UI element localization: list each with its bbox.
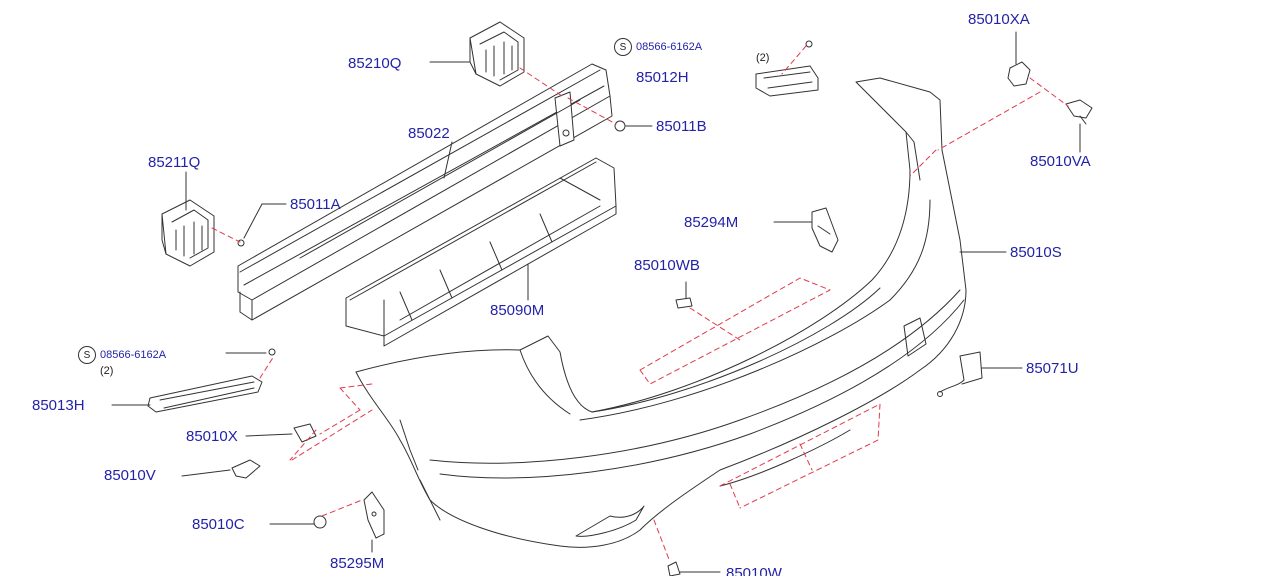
leader-lines <box>111 31 1081 573</box>
standard-part-left[interactable]: S 08566-6162A <box>78 346 166 364</box>
part-label-85013H[interactable]: 85013H <box>32 397 85 414</box>
part-label-85010C[interactable]: 85010C <box>192 516 245 533</box>
standard-part-top[interactable]: S 08566-6162A <box>614 38 702 56</box>
part-label-85010V[interactable]: 85010V <box>104 467 156 484</box>
energy-absorber-85090M <box>345 157 617 347</box>
standard-part-code: 08566-6162A <box>100 349 167 361</box>
part-label-85210Q[interactable]: 85210Q <box>348 55 402 72</box>
bracket-85294M <box>811 207 839 253</box>
standard-part-badge: S <box>78 346 96 364</box>
part-label-85011A[interactable]: 85011A <box>290 196 341 213</box>
standard-part-badge: S <box>614 38 632 56</box>
part-label-85010VA[interactable]: 85010VA <box>1030 153 1091 170</box>
part-label-85010X[interactable]: 85010X <box>186 428 238 445</box>
part-label-85010XA[interactable]: 85010XA <box>968 11 1030 28</box>
bumper-fascia-85010S <box>355 77 967 548</box>
part-label-85211Q[interactable]: 85211Q <box>148 154 201 171</box>
part-label-85071U[interactable]: 85071U <box>1026 360 1079 377</box>
part-label-85022[interactable]: 85022 <box>408 125 450 142</box>
part-label-85090M[interactable]: 85090M <box>490 302 545 319</box>
part-label-85011B[interactable]: 85011B <box>656 118 707 135</box>
bracket-85295M <box>363 491 385 539</box>
reflector-85013H <box>147 375 263 413</box>
bracket-85210Q <box>469 21 525 87</box>
part-label-85295M[interactable]: 85295M <box>330 555 385 572</box>
dashed-connectors <box>211 45 1069 563</box>
part-label-85010WB[interactable]: 85010WB <box>634 257 700 274</box>
quantity-left: (2) <box>100 365 114 377</box>
fasteners <box>231 40 1093 576</box>
reflector-85012H <box>755 65 819 97</box>
part-label-85010S[interactable]: 85010S <box>1010 244 1062 261</box>
quantity-top: (2) <box>756 52 770 64</box>
standard-part-code: 08566-6162A <box>636 41 703 53</box>
part-label-85294M[interactable]: 85294M <box>684 214 739 231</box>
part-label-85012H[interactable]: 85012H <box>636 69 689 86</box>
part-label-85010W[interactable]: 85010W <box>726 565 782 576</box>
bracket-85211Q <box>161 199 215 267</box>
reinforcement-beam-85022 <box>237 63 613 321</box>
